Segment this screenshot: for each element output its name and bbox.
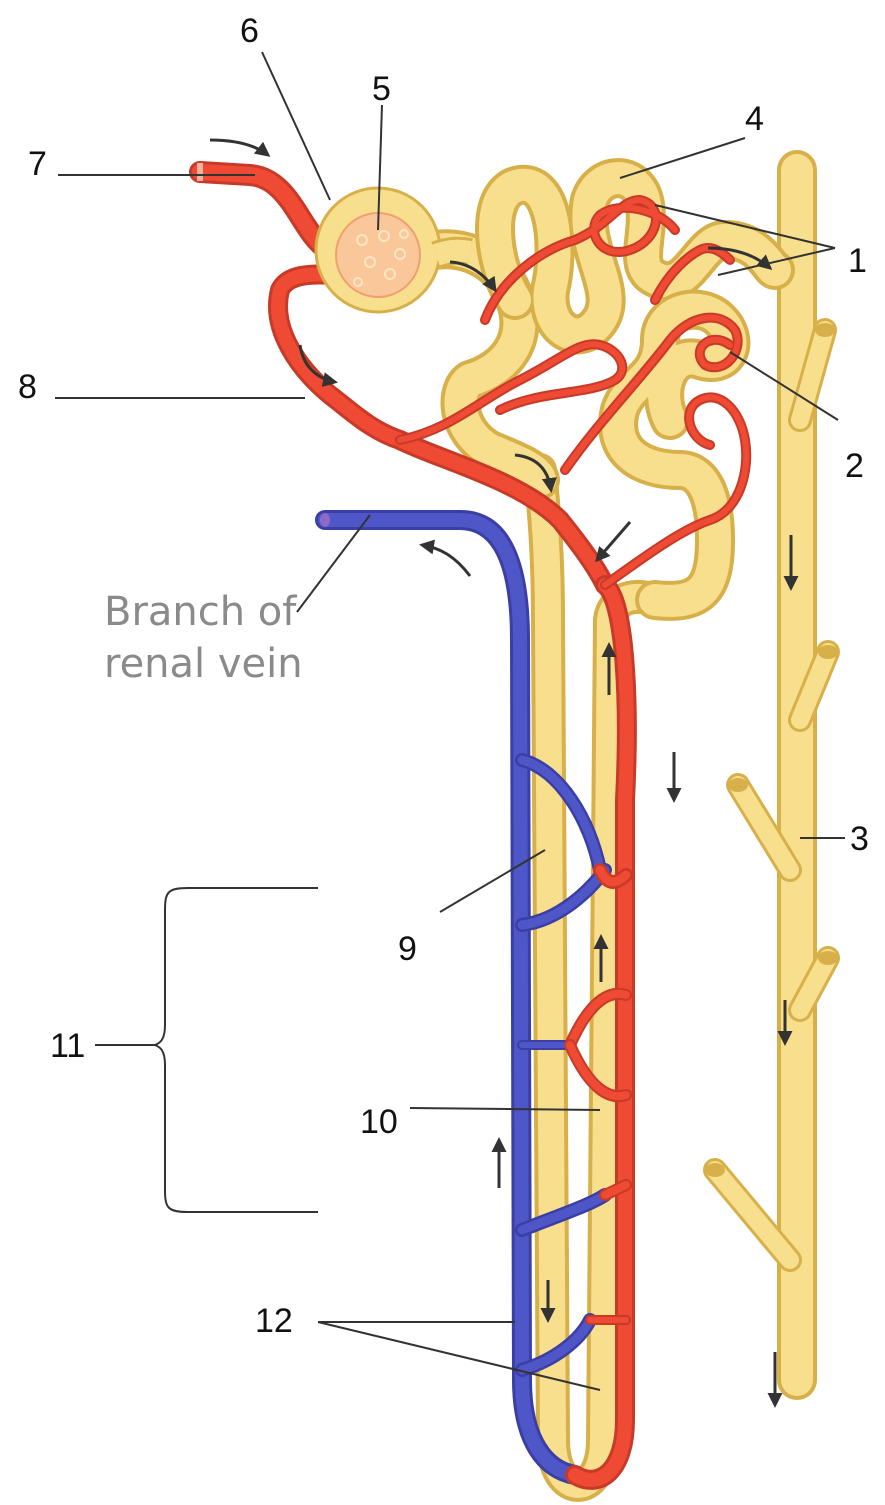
label-9: 9	[398, 930, 417, 968]
label-6: 6	[240, 12, 259, 50]
label-8: 8	[18, 368, 37, 406]
label-5: 5	[372, 70, 391, 108]
renal-vein-caption: Branch of renal vein	[104, 589, 303, 687]
label-4: 4	[745, 100, 764, 138]
label-11: 11	[50, 1027, 85, 1065]
loop-of-henle	[540, 470, 655, 1485]
label-10: 10	[360, 1103, 398, 1141]
label-12: 12	[255, 1302, 293, 1340]
label-7: 7	[28, 145, 47, 183]
label-1: 1	[848, 242, 867, 280]
label-3: 3	[850, 820, 869, 858]
caption-line-1: Branch of	[104, 589, 297, 635]
label-2: 2	[845, 447, 864, 485]
caption-line-2: renal vein	[104, 641, 303, 687]
